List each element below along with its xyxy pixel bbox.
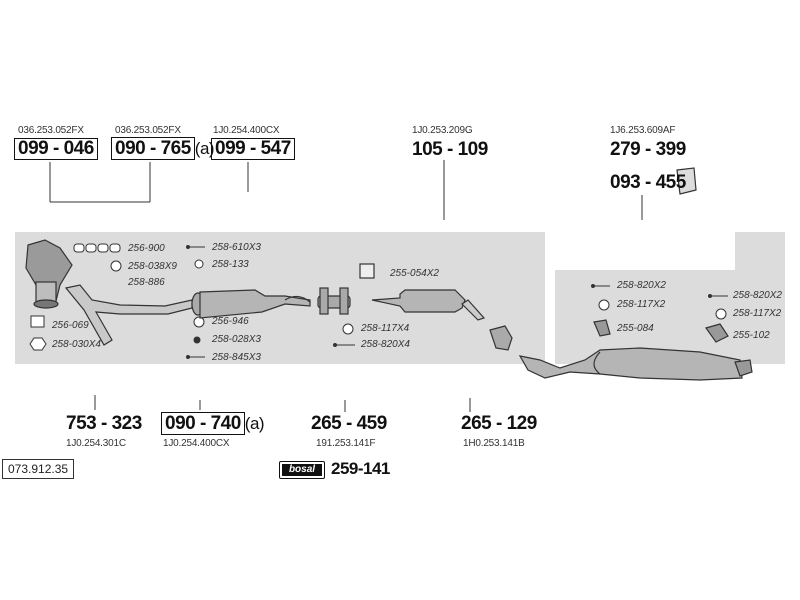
small-part-258-886[interactable]: 258-886 (128, 277, 165, 288)
small-part-258-845x3[interactable]: 258-845X3 (212, 352, 261, 363)
small-part-258-820x2-a[interactable]: 258-820X2 (617, 280, 666, 291)
small-part-255-102[interactable]: 255-102 (733, 330, 770, 341)
small-part-255-084[interactable]: 255-084 (617, 323, 654, 334)
small-part-258-038x9[interactable]: 258-038X9 (128, 261, 177, 272)
small-part-258-820x4[interactable]: 258-820X4 (361, 339, 410, 350)
small-part-258-117x2-a[interactable]: 258-117X2 (617, 299, 666, 310)
oem-code-191-253-141f: 191.253.141F (316, 438, 376, 449)
small-part-256-946[interactable]: 256-946 (212, 316, 249, 327)
part-number-090-740-code: 090 - 740 (161, 412, 245, 435)
oem-code-036-253-052fx-a: 036.253.052FX (18, 125, 84, 136)
part-suffix-a: (a) (194, 139, 215, 158)
oem-code-1j0-254-400cx: 1J0.254.400CX (213, 125, 280, 136)
small-part-258-028x3[interactable]: 258-028X3 (212, 334, 261, 345)
part-number-099-547[interactable]: 099 - 547 (211, 138, 295, 160)
part-number-090-765-code: 090 - 765 (111, 137, 195, 160)
part-number-093-455[interactable]: 093 - 455 (610, 172, 686, 193)
oem-code-036-253-052fx-b: 036.253.052FX (115, 125, 181, 136)
small-part-258-133[interactable]: 258-133 (212, 259, 249, 270)
part-number-099-046[interactable]: 099 - 046 (14, 138, 98, 160)
part-number-265-459[interactable]: 265 - 459 (311, 413, 387, 434)
part-number-090-740[interactable]: 090 - 740(a) (161, 412, 265, 435)
part-number-279-399[interactable]: 279 - 399 (610, 139, 686, 160)
small-part-255-054x2[interactable]: 255-054X2 (390, 268, 439, 279)
part-number-753-323[interactable]: 753 - 323 (66, 413, 142, 434)
small-part-258-820x2-b[interactable]: 258-820X2 (733, 290, 782, 301)
part-number-265-129[interactable]: 265 - 129 (461, 413, 537, 434)
diagram-reference-number: 073.912.35 (2, 459, 75, 479)
part-number-105-109[interactable]: 105 - 109 (412, 139, 488, 160)
part-number-259-141[interactable]: 259-141 (331, 459, 390, 478)
small-part-258-030x4[interactable]: 258-030X4 (52, 339, 101, 350)
oem-code-1j0-254-400cx: 1J0.254.400CX (163, 438, 230, 449)
small-part-258-610x3[interactable]: 258-610X3 (212, 242, 261, 253)
small-part-256-900[interactable]: 256-900 (128, 243, 165, 254)
small-part-258-117x4[interactable]: 258-117X4 (361, 323, 410, 334)
part-number-090-765[interactable]: 090 - 765(a) (111, 137, 215, 160)
bosal-brand-tag: bosal (279, 461, 325, 479)
oem-code-1h0-253-141b: 1H0.253.141B (463, 438, 525, 449)
small-part-256-069[interactable]: 256-069 (52, 320, 89, 331)
oem-code-1j0-254-301c: 1J0.254.301C (66, 438, 126, 449)
oem-code-1j6-253-609af: 1J6.253.609AF (610, 125, 676, 136)
bosal-logo-label: bosal (282, 464, 322, 476)
small-part-258-117x2-b[interactable]: 258-117X2 (733, 308, 782, 319)
oem-code-1j0-253-209g: 1J0.253.209G (412, 125, 473, 136)
part-suffix-a: (a) (244, 414, 265, 433)
watermark-band-right-tab (735, 232, 785, 272)
